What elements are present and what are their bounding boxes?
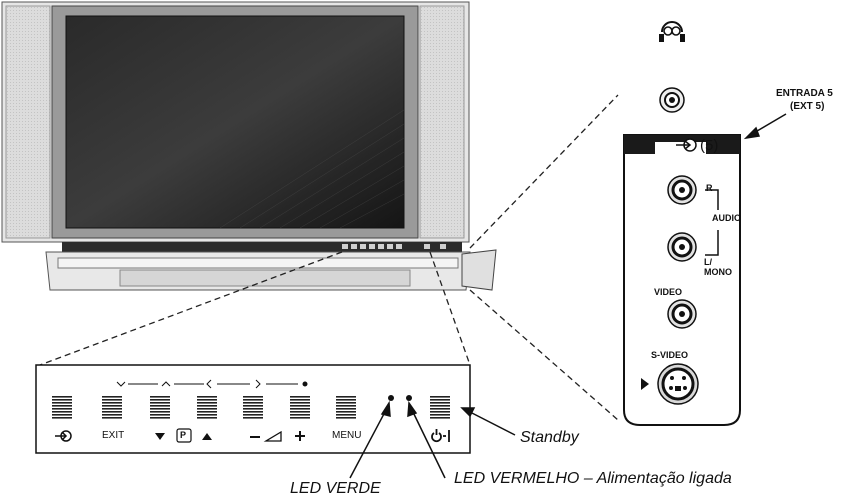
strip-buttons [342,244,446,249]
audio-r-jack [667,175,697,205]
led-red-callout: LED VERMELHO – Alimentação ligada [454,470,732,487]
menu-label: MENU [332,430,362,441]
arrow-down-icon [155,433,165,440]
btn-source[interactable] [52,395,72,419]
btn-menu[interactable] [336,395,356,419]
control-strip [62,242,462,252]
panel-header-band [624,135,740,154]
callout-arrows [349,400,516,479]
audio-l-jack [667,232,697,262]
btn-prog-down[interactable] [150,395,170,419]
entrada-sub: (EXT 5) [790,101,825,112]
btn-vol-up[interactable] [290,395,310,419]
input-icon [55,430,72,442]
led-green-callout: LED VERDE [290,480,381,497]
exit-label: EXIT [102,430,125,441]
audio-l-label: L/ [704,257,712,267]
led-red [406,395,412,401]
side-flap [461,249,497,291]
btn-prog-up[interactable] [197,395,217,419]
panel-body [623,134,741,426]
tv-set [1,1,497,291]
entrada-label: ENTRADA 5 [776,88,833,99]
led-green [388,395,394,401]
audio-r-label: R [706,183,713,193]
screen-sheen [219,109,405,229]
p-box [176,428,192,443]
right-speaker [419,5,465,239]
left-speaker [5,5,51,239]
btn-vol-down[interactable] [243,395,263,419]
video-jack [667,299,697,329]
btn-exit[interactable] [102,395,122,419]
audio-mono-label: MONO [704,267,732,277]
volume-icon [263,430,282,442]
standby-callout: Standby [520,429,579,446]
video-label: VIDEO [654,287,683,297]
svideo-label: S-VIDEO [651,350,689,360]
leader-lines [39,94,619,421]
nav-symbols-row [116,379,308,389]
arrow-up-icon [202,433,212,440]
plus-icon [295,431,305,441]
audio-bracket [705,189,719,256]
control-buttons [52,395,450,419]
entrada-callout-arrow [743,113,787,140]
svideo-jack [657,363,699,405]
p-label: P [180,430,187,440]
headphones-icon [659,21,685,42]
svideo-arrow-icon [641,378,649,390]
audio-label: AUDIO [712,213,741,223]
power-icon [431,429,450,443]
panel-header: (5) [700,137,719,154]
btn-standby[interactable] [430,395,450,419]
side-input-panel [623,21,741,426]
screen [65,15,405,229]
input-icon [676,138,697,152]
